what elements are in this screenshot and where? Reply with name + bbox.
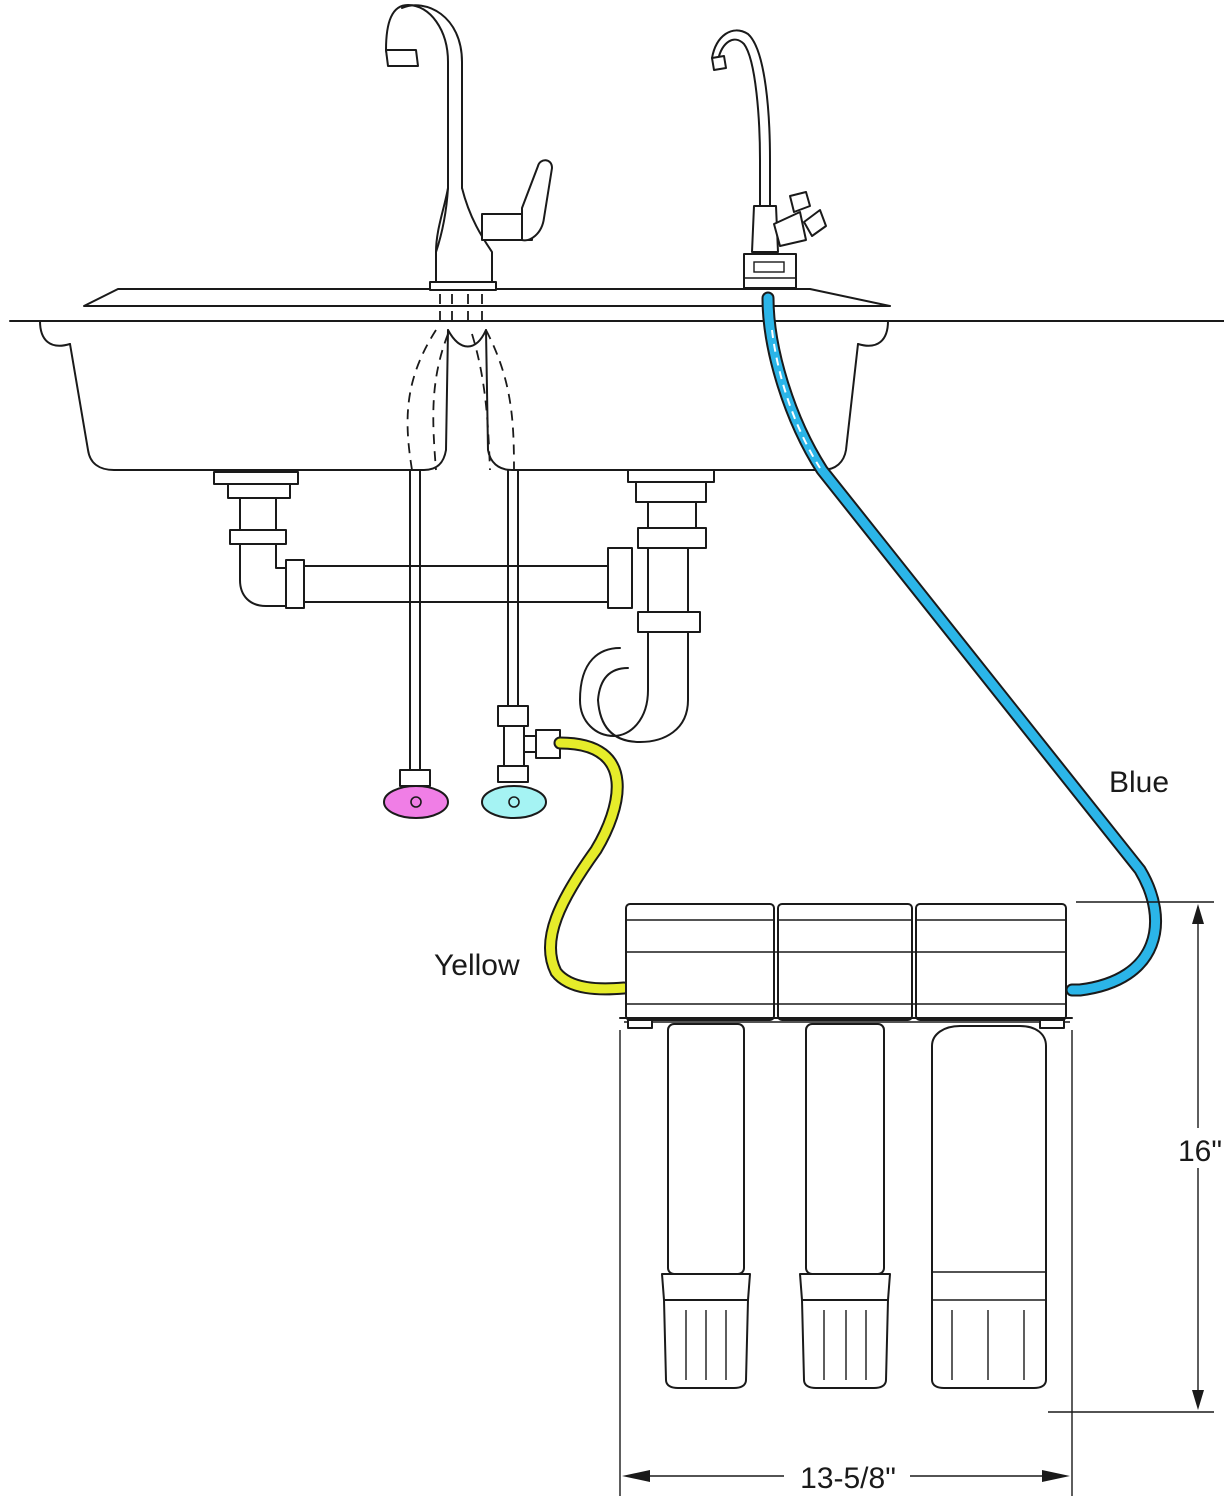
countertop	[9, 288, 1224, 322]
cold-water-valve-icon	[481, 785, 547, 819]
width-dimension-label: 13-5/8"	[800, 1462, 896, 1495]
cold-water-valve-with-tee	[481, 705, 561, 819]
yellow-tube	[543, 736, 631, 996]
double-sink-basin	[39, 320, 889, 471]
drinking-water-faucet	[711, 29, 827, 289]
hot-water-valve-icon	[383, 785, 449, 819]
supply-hoses	[406, 294, 519, 771]
blue-tube-label: Blue	[1109, 766, 1169, 799]
filter-cartridge-2	[799, 1023, 891, 1389]
width-dimension	[619, 1030, 1073, 1496]
filter-cartridge-1	[661, 1023, 751, 1389]
hot-water-valve	[383, 769, 449, 819]
height-dimension	[1048, 901, 1224, 1413]
filter-cartridge-3	[931, 1025, 1047, 1389]
yellow-tube-label: Yellow	[434, 949, 520, 982]
drain-plumbing	[213, 469, 715, 743]
height-dimension-label: 16"	[1178, 1135, 1222, 1168]
filter-system	[619, 903, 1073, 1389]
kitchen-faucet	[385, 4, 553, 291]
blue-tube	[761, 291, 1163, 997]
